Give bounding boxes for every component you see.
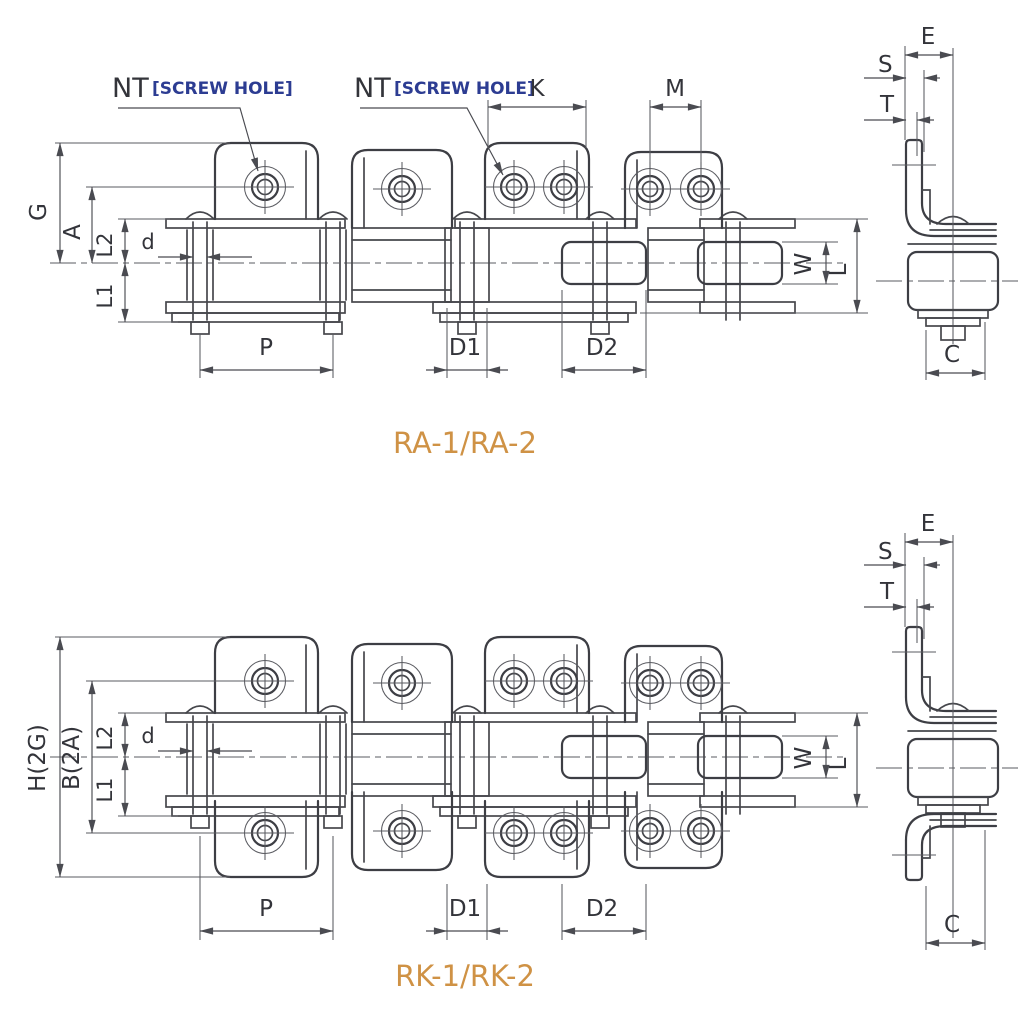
ra-drawing: NT [SCREW HOLE] NT [SCREW HOLE] K M G — [26, 73, 868, 460]
end-view-lower-lug — [892, 812, 998, 938]
dim-label-L1: L1 — [93, 777, 117, 802]
nt-callout-1: NT [SCREW HOLE] — [112, 73, 293, 172]
dim-label-H2G: H(2G) — [25, 724, 51, 792]
dim-label-S: S — [878, 539, 893, 565]
dim-label-P: P — [259, 896, 273, 922]
dimension-L1: L1 — [93, 262, 178, 323]
dimension-W: W — [782, 735, 838, 779]
ra-caption: RA-1/RA-2 — [393, 426, 537, 460]
dim-label-L1: L1 — [93, 283, 117, 308]
dim-label-B2A: B(2A) — [59, 726, 85, 790]
dim-label-D2: D2 — [586, 335, 618, 361]
dimension-D1: D1 — [426, 884, 508, 940]
nt2-label: NT — [354, 73, 391, 104]
rk-drawing: H(2G) B(2A) L2 L1 d P — [25, 637, 868, 993]
dim-label-S: S — [878, 52, 893, 78]
nt2-note: [SCREW HOLE] — [394, 79, 535, 99]
dim-label-W: W — [791, 253, 817, 276]
dimension-C: C — [925, 830, 986, 950]
dim-label-L: L — [826, 263, 852, 276]
dim-label-L2: L2 — [93, 725, 117, 750]
dimension-d: d — [141, 724, 252, 755]
dim-label-d: d — [141, 230, 154, 254]
rk-caption: RK-1/RK-2 — [395, 959, 535, 993]
dim-label-C: C — [944, 912, 960, 938]
dimension-L2: L2 — [93, 712, 170, 758]
dimension-C: C — [925, 322, 986, 380]
dimension-H2G: H(2G) — [25, 636, 230, 878]
dimension-B2A: B(2A) — [59, 680, 255, 834]
dim-label-W: W — [791, 747, 817, 770]
dim-label-D1: D1 — [449, 335, 481, 361]
nt1-label: NT — [112, 73, 149, 104]
dim-label-D2: D2 — [586, 896, 618, 922]
dim-label-T: T — [879, 579, 895, 605]
dim-label-E: E — [921, 24, 936, 50]
dimension-P: P — [199, 836, 334, 940]
dim-label-A: A — [60, 224, 86, 240]
rk-end-view: E S T C — [864, 511, 1020, 950]
dimension-G: G — [26, 142, 230, 264]
dimension-A: A — [60, 186, 250, 264]
dimension-L: L — [790, 712, 868, 808]
dim-label-K: K — [529, 76, 545, 102]
dimension-L: L — [640, 218, 868, 314]
dim-label-T: T — [879, 92, 895, 118]
dimension-W: W — [782, 241, 838, 285]
dimension-D1: D1 — [426, 308, 508, 378]
dim-label-d: d — [141, 724, 154, 748]
dim-label-M: M — [665, 76, 685, 102]
dimension-D2: D2 — [561, 290, 647, 378]
dimension-M: M — [649, 76, 702, 184]
nt1-note: [SCREW HOLE] — [152, 79, 293, 99]
dimension-L1: L1 — [93, 756, 178, 817]
dim-label-L: L — [826, 757, 852, 770]
nt-callout-2: NT [SCREW HOLE] — [354, 73, 535, 176]
dim-label-P: P — [259, 335, 273, 361]
dim-label-L2: L2 — [93, 232, 117, 257]
dimension-d: d — [141, 230, 252, 261]
dim-label-E: E — [921, 511, 936, 537]
dim-label-D1: D1 — [449, 896, 481, 922]
ra-end-view: E S T C — [864, 24, 1020, 380]
dimension-P: P — [199, 334, 334, 378]
dimension-L2: L2 — [93, 218, 170, 264]
dimension-D2: D2 — [561, 884, 647, 940]
dim-label-G: G — [26, 203, 52, 221]
dimension-K: K — [487, 76, 587, 148]
dim-label-C: C — [944, 342, 960, 368]
